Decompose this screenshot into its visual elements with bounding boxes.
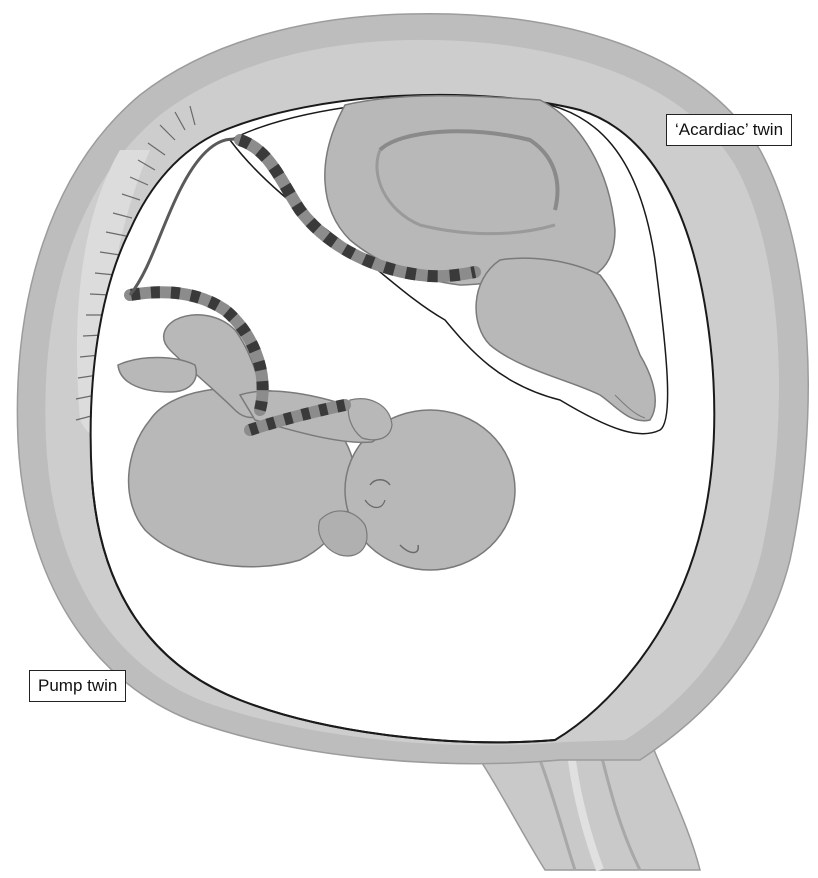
pump-twin-label: Pump twin [29, 670, 126, 702]
acardiac-twin-label: ‘Acardiac’ twin [666, 114, 792, 146]
